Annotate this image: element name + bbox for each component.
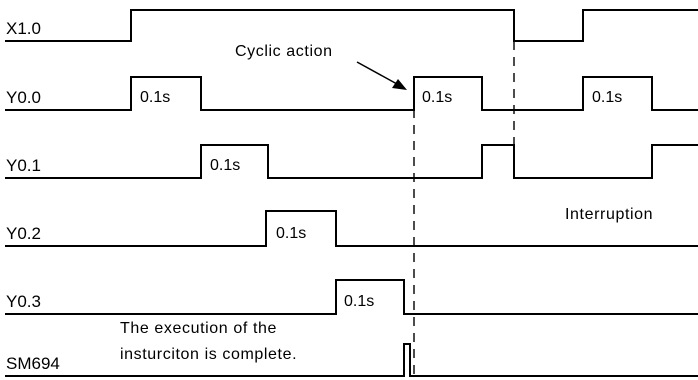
annotation-completion-line2: insturciton is complete. [120, 346, 297, 363]
annotation-interruption: Interruption [565, 206, 653, 223]
pulse-label-y00-first: 0.1s [140, 89, 170, 106]
signal-label-y01: Y0.1 [6, 156, 41, 175]
waveform-sm694 [5, 343, 698, 377]
signal-label-y02: Y0.2 [6, 224, 41, 243]
pulse-label-y00-second: 0.1s [422, 89, 452, 106]
waveform-y01 [5, 144, 698, 179]
waveform-y00 [5, 76, 698, 111]
signal-label-sm694: SM694 [6, 354, 60, 373]
pulse-label-y03: 0.1s [344, 293, 374, 310]
signal-label-x10: X1.0 [6, 19, 41, 38]
signal-label-y03: Y0.3 [6, 292, 41, 311]
waveform-y02 [5, 210, 698, 247]
pulse-label-y00-third: 0.1s [592, 89, 622, 106]
annotation-cyclic-action: Cyclic action [235, 43, 333, 60]
arrow-head-icon [392, 79, 407, 90]
arrow-line [356, 61, 398, 85]
signal-label-y00: Y0.0 [6, 88, 41, 107]
pulse-label-y02: 0.1s [276, 225, 306, 242]
waveform-y03 [5, 279, 698, 315]
pulse-label-y01: 0.1s [210, 157, 240, 174]
waveform-x10 [5, 9, 698, 42]
annotation-completion-line1: The execution of the [120, 320, 277, 337]
